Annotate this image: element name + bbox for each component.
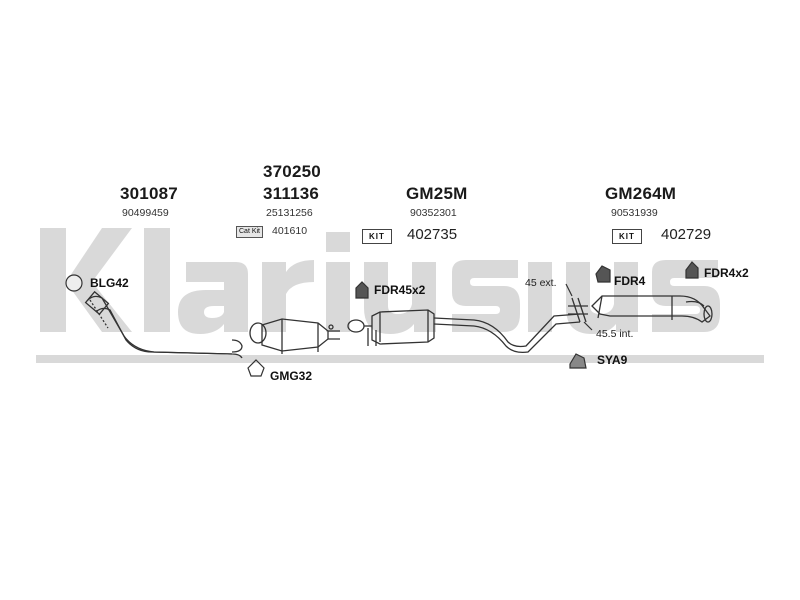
fitting-label-sya9[interactable]: SYA9 bbox=[597, 353, 628, 367]
fdr4-hanger-icon bbox=[595, 265, 611, 283]
part-number-370250[interactable]: 370250 bbox=[263, 162, 321, 181]
fitting-label-fdr4x2[interactable]: FDR4x2 bbox=[704, 266, 749, 280]
fitting-label-fdr45x2[interactable]: FDR45x2 bbox=[374, 283, 426, 297]
fitting-label-blg42[interactable]: BLG42 bbox=[90, 276, 129, 290]
oem-number-90499459: 90499459 bbox=[122, 207, 169, 219]
kit-number-402735[interactable]: 402735 bbox=[407, 226, 458, 243]
kit-badge-402729: KIT bbox=[612, 229, 642, 244]
sya9-bracket-icon bbox=[569, 353, 587, 369]
rear-silencer bbox=[591, 295, 713, 323]
int-note: 45.5 int. bbox=[596, 328, 634, 340]
part-number-gm25m[interactable]: GM25M bbox=[406, 184, 468, 203]
part-number-gm264m[interactable]: GM264M bbox=[605, 184, 677, 203]
fdr4x2-hanger-icon bbox=[685, 261, 699, 279]
centre-silencer bbox=[347, 309, 581, 354]
fdr45-hanger-icon bbox=[355, 281, 369, 299]
gmg32-gasket-icon bbox=[247, 359, 265, 377]
part-number-311136[interactable]: 311136 bbox=[263, 184, 320, 203]
kit-badge-402735: KIT bbox=[362, 229, 392, 244]
part-number-301087[interactable]: 301087 bbox=[120, 184, 178, 203]
cat-kit-number[interactable]: 401610 bbox=[272, 225, 308, 237]
joint-marks bbox=[568, 297, 588, 323]
oem-number-25131256: 25131256 bbox=[266, 207, 313, 219]
catalytic-converter bbox=[249, 318, 340, 354]
ext-leader-line bbox=[565, 283, 573, 297]
fitting-label-fdr4[interactable]: FDR4 bbox=[614, 274, 646, 288]
kit-number-402729[interactable]: 402729 bbox=[661, 226, 712, 243]
front-downpipe bbox=[84, 290, 243, 359]
oem-number-90352301: 90352301 bbox=[410, 207, 457, 219]
int-leader-line bbox=[583, 321, 593, 331]
ext-note: 45 ext. bbox=[525, 277, 557, 289]
fitting-label-gmg32[interactable]: GMG32 bbox=[270, 369, 313, 383]
blg42-clamp-icon bbox=[65, 274, 83, 292]
cat-kit-badge: Cat Kit bbox=[236, 226, 264, 238]
oem-number-90531939: 90531939 bbox=[611, 207, 658, 219]
